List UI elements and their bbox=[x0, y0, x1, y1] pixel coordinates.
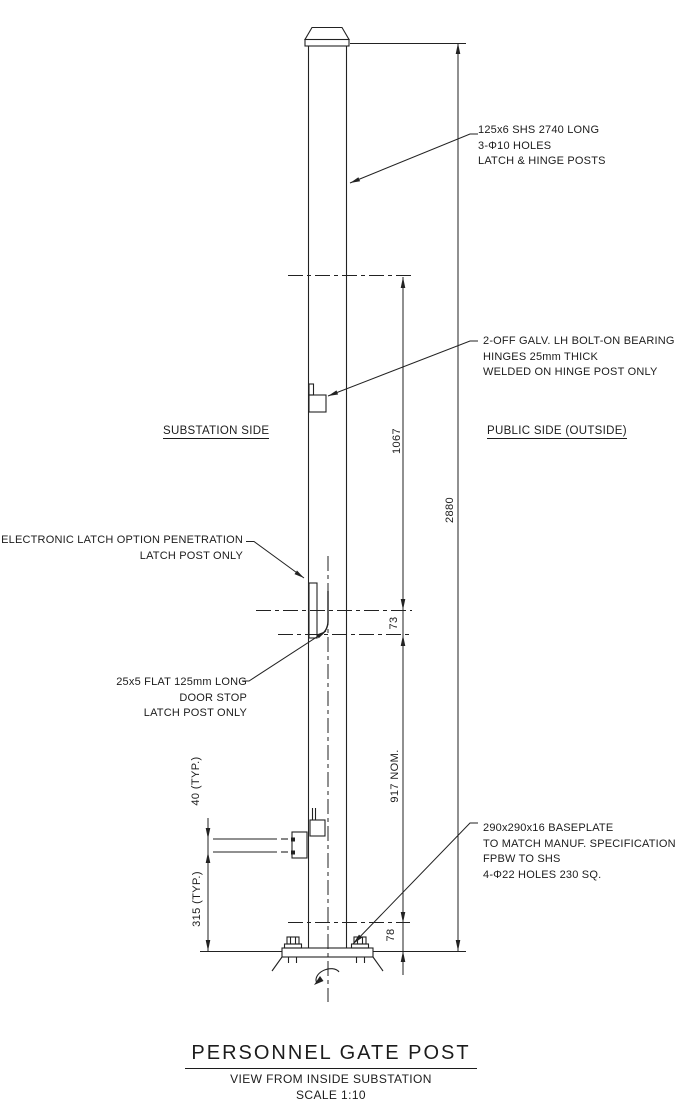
note-line: 290x290x16 BASEPLATE bbox=[483, 822, 614, 834]
leader-hinge bbox=[327, 340, 478, 397]
dimension-315-typ: 315 (TYP.) bbox=[191, 871, 203, 927]
note-line: DOOR STOP bbox=[179, 691, 247, 704]
dimension-lines bbox=[207, 43, 466, 975]
hinge-detail bbox=[308, 383, 327, 413]
post-cap bbox=[304, 26, 350, 41]
note-line: 4-Φ22 HOLES 230 SQ. bbox=[483, 868, 602, 881]
dimension-2880: 2880 bbox=[444, 496, 456, 524]
label-substation-side: SUBSTATION SIDE bbox=[163, 425, 270, 439]
note-line: 2-OFF GALV. LH BOLT-ON BEARING bbox=[483, 335, 675, 347]
dimension-arrows bbox=[205, 43, 461, 962]
drawing-scale: SCALE 1:10 bbox=[295, 1088, 367, 1102]
title-block: PERSONNEL GATE POST VIEW FROM INSIDE SUB… bbox=[0, 1042, 662, 1102]
note-line: 3-Φ10 HOLES bbox=[478, 139, 552, 152]
note-line: 25x5 FLAT 125mm LONG bbox=[116, 676, 247, 688]
note-line: ELECTRONIC LATCH OPTION PENETRATION bbox=[1, 534, 243, 546]
leader-post-spec bbox=[349, 133, 478, 184]
note-line: HINGES 25mm THICK bbox=[483, 350, 599, 363]
door-stop-detail bbox=[213, 808, 326, 859]
note-latch-option: ELECTRONIC LATCH OPTION PENETRATION LATC… bbox=[1, 533, 243, 564]
dimension-1067: 1067 bbox=[391, 427, 403, 455]
post-cap-band bbox=[304, 38, 350, 47]
dimension-40-typ: 40 (TYP.) bbox=[190, 756, 202, 806]
note-line: FPBW TO SHS bbox=[483, 853, 561, 865]
dimension-73: 73 bbox=[388, 616, 400, 630]
leader-baseplate bbox=[352, 822, 478, 945]
drawing-title: PERSONNEL GATE POST bbox=[185, 1042, 477, 1069]
note-post-spec: 125x6 SHS 2740 LONG 3-Φ10 HOLES LATCH & … bbox=[478, 123, 606, 170]
note-line: TO MATCH MANUF. SPECIFICATION bbox=[483, 837, 676, 850]
note-line: 125x6 SHS 2740 LONG bbox=[478, 124, 600, 136]
label-public-side: PUBLIC SIDE (OUTSIDE) bbox=[487, 425, 627, 439]
note-line: LATCH POST ONLY bbox=[139, 549, 243, 562]
note-line: LATCH POST ONLY bbox=[143, 707, 247, 719]
drawing-subtitle: VIEW FROM INSIDE SUBSTATION bbox=[230, 1072, 432, 1086]
dimension-917-nom: 917 NOM. bbox=[389, 749, 401, 803]
leader-arrows bbox=[294, 177, 363, 944]
note-baseplate-spec: 290x290x16 BASEPLATE TO MATCH MANUF. SPE… bbox=[483, 821, 676, 883]
leader-door-stop bbox=[242, 630, 327, 682]
note-hinge-spec: 2-OFF GALV. LH BOLT-ON BEARING HINGES 25… bbox=[483, 334, 675, 381]
note-line: WELDED ON HINGE POST ONLY bbox=[483, 366, 658, 378]
anchor-bolt bbox=[283, 936, 303, 949]
note-line: LATCH & HINGE POSTS bbox=[478, 155, 606, 167]
swing-symbol bbox=[314, 968, 340, 985]
leader-lines bbox=[242, 133, 478, 945]
dimension-78: 78 bbox=[385, 928, 397, 942]
gate-post-outline bbox=[304, 26, 350, 948]
baseplate-detail bbox=[200, 936, 466, 972]
note-door-stop: 25x5 FLAT 125mm LONG DOOR STOP LATCH POS… bbox=[116, 675, 247, 722]
center-lines bbox=[256, 275, 412, 1002]
leader-latch-option bbox=[246, 541, 305, 579]
